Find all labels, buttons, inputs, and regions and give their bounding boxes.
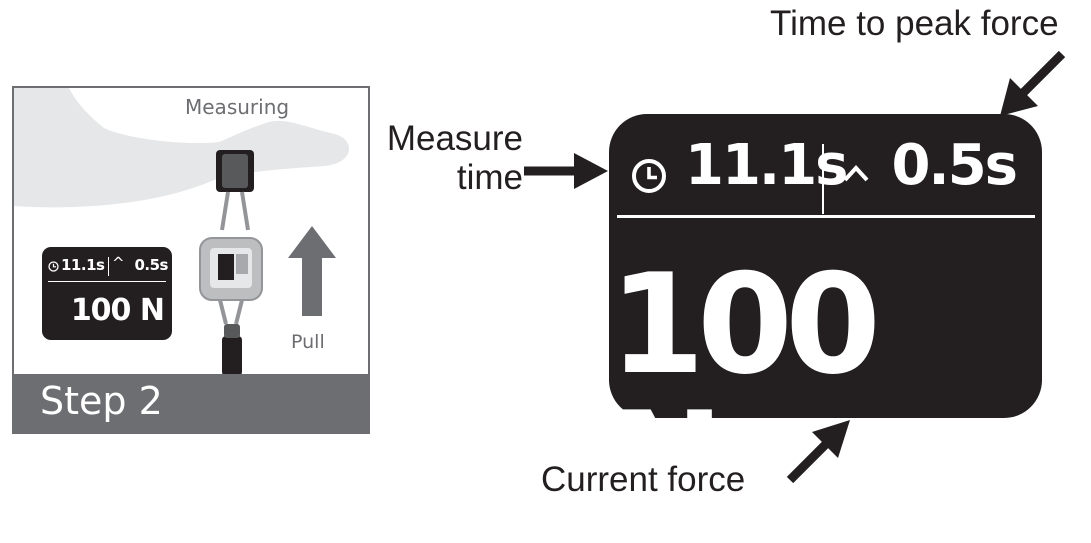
callout-arrow-icon (1000, 50, 1066, 116)
caret-up-icon: ^ (112, 254, 125, 272)
callout-arrow-icon (524, 153, 608, 189)
caret-up-icon (843, 165, 869, 182)
mini-current-force: 100 N (70, 293, 165, 328)
clock-icon (632, 159, 666, 193)
clock-icon (48, 261, 59, 272)
arm-shape (14, 88, 349, 208)
mini-separator (108, 257, 109, 276)
current-force-value: 100 N (609, 244, 881, 543)
measure-time-value: 11.1s (685, 133, 848, 198)
up-arrow-icon (288, 226, 336, 316)
lower-carabiner (218, 299, 244, 325)
pull-label: Pull (291, 331, 325, 353)
mini-peak-time: 0.5s (134, 256, 168, 274)
current-force-label: Current force (541, 460, 746, 499)
time-to-peak-force-label: Time to peak force (770, 4, 1059, 43)
measure-time-label-line2: time (456, 158, 523, 198)
measuring-label: Measuring (185, 95, 290, 119)
mini-divider (48, 281, 166, 282)
step-illustration-panel: Measuring Pull 11.1s ^ 0.5s 100 N Step 2 (12, 86, 370, 434)
measure-time-label-line1: Measure (386, 119, 523, 158)
display-divider (617, 215, 1035, 218)
lower-strap (222, 336, 242, 376)
upper-carabiner (220, 191, 250, 231)
mini-measure-time: 11.1s (61, 256, 105, 274)
step-label: Step 2 (40, 379, 163, 423)
measure-time-label: Measure time (380, 119, 523, 197)
step-bar: Step 2 (14, 374, 368, 432)
force-display: 11.1s 0.5s 100 N (609, 114, 1042, 532)
mini-display-top-row: 11.1s ^ 0.5s (48, 254, 168, 278)
peak-time-value: 0.5s (891, 133, 1018, 198)
arm-dynamometer-illustration (14, 88, 349, 376)
mini-display: 11.1s ^ 0.5s 100 N (42, 247, 172, 340)
display-separator (822, 144, 824, 214)
